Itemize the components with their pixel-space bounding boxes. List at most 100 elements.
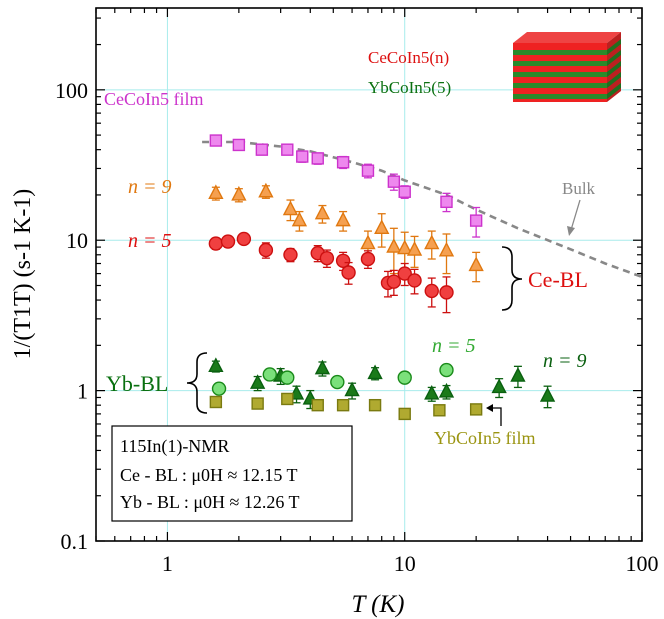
square-marker <box>440 195 453 209</box>
circle-marker <box>262 367 277 382</box>
cube-stripe <box>513 83 607 88</box>
plot-frame <box>95 7 643 542</box>
series-n-9 <box>208 357 556 410</box>
ybcoin5-film-label: YbCoIn5 film <box>434 428 536 448</box>
circle-marker <box>439 285 454 300</box>
circle-marker <box>319 250 335 266</box>
bulk-label: Bulk <box>562 179 596 198</box>
triangle-marker <box>424 384 440 400</box>
square-marker <box>255 143 269 156</box>
square-marker <box>311 398 324 412</box>
heterostructure-cube <box>513 32 621 102</box>
triangle-marker <box>231 185 247 201</box>
bulk-arrowhead <box>567 226 575 236</box>
circle-marker <box>407 273 422 288</box>
y-tick-label: 100 <box>55 78 88 103</box>
square-marker <box>209 395 223 409</box>
square-marker <box>232 138 246 152</box>
cube-stripe <box>513 94 607 99</box>
circle-marker <box>386 274 402 289</box>
ce-bl-brace <box>501 246 523 311</box>
yb-n5-label: n = 5 <box>432 335 476 357</box>
circle-marker <box>258 242 274 258</box>
circle-marker <box>280 370 295 385</box>
square-marker <box>296 150 309 163</box>
series-cecoin5-film <box>209 134 483 238</box>
series-n-5 <box>211 362 454 396</box>
triangle-marker <box>314 204 331 220</box>
yb-bl-brace <box>186 352 208 414</box>
cube-top-label: CeCoIn5(n) <box>368 48 449 67</box>
triangle-marker <box>249 374 266 389</box>
bulk-dashed-line <box>202 140 643 279</box>
cube-stripe-side <box>607 72 621 88</box>
x-tick-label: 100 <box>626 551 659 576</box>
data-series <box>208 134 556 421</box>
triangle-marker <box>291 211 308 227</box>
triangle-marker <box>282 200 299 216</box>
cube-stripe <box>513 50 607 55</box>
circle-marker <box>341 265 356 280</box>
yb-bl-label: Yb-BL <box>106 371 168 396</box>
triangle-marker <box>510 367 526 382</box>
square-marker <box>368 398 382 412</box>
triangle-marker <box>406 241 423 256</box>
y-tick-label: 0.1 <box>61 529 89 554</box>
triangle-marker <box>386 238 402 253</box>
triangle-marker <box>367 364 383 380</box>
cube-stripe-side <box>607 39 621 55</box>
circle-marker <box>397 266 412 281</box>
x-axis-title: T (K) <box>351 591 404 618</box>
square-marker <box>433 404 446 417</box>
circle-marker <box>439 362 454 378</box>
cube-stripe-side <box>607 83 621 99</box>
circle-marker <box>424 283 439 299</box>
ce-n9-label: n = 9 <box>128 176 172 198</box>
cube-stripe-side <box>607 61 621 77</box>
bulk-arrow <box>570 199 581 231</box>
triangle-marker <box>424 234 440 250</box>
square-marker <box>281 392 294 406</box>
info-line-nmr: 115In(1)-NMR <box>120 436 229 457</box>
x-tick-label: 1 <box>162 551 173 576</box>
axis-ticks <box>95 8 643 542</box>
square-marker <box>336 156 350 169</box>
triangle-marker <box>360 234 376 250</box>
circle-marker <box>211 381 227 396</box>
square-marker <box>209 134 223 147</box>
circle-marker <box>360 251 376 267</box>
square-marker <box>469 403 483 416</box>
yb-n9-label: n = 9 <box>543 350 587 372</box>
square-marker <box>311 152 324 165</box>
square-marker <box>336 398 350 412</box>
square-marker <box>398 185 411 198</box>
triangle-marker <box>491 378 507 394</box>
square-marker <box>387 175 401 188</box>
circle-marker <box>335 253 351 268</box>
series-ybcoin5-film <box>209 392 483 421</box>
circle-marker <box>397 370 412 385</box>
ybcoin5-film-arrowhead <box>486 404 493 412</box>
cube-stripe <box>513 61 607 66</box>
circle-marker <box>236 231 252 247</box>
y-axis-title: 1/(T1T) (s-1 K-1) <box>10 189 36 360</box>
square-marker <box>281 143 294 156</box>
info-line-ce: Ce - BL : μ0H ≈ 12.15 T <box>120 465 298 485</box>
y-tick-label: 10 <box>66 228 88 253</box>
square-marker <box>469 214 483 227</box>
triangle-marker <box>468 256 484 272</box>
bulk-curve <box>202 140 643 279</box>
triangle-marker <box>539 387 556 402</box>
triangle-marker <box>208 184 224 200</box>
square-marker <box>398 407 411 421</box>
circle-marker <box>220 234 236 249</box>
cecoin5-film-label: CeCoIn5 film <box>104 89 204 109</box>
triangle-marker <box>258 182 274 198</box>
circle-marker <box>283 247 298 262</box>
triangle-marker <box>335 211 351 227</box>
series-n-5 <box>208 231 454 314</box>
cube-stripe <box>513 72 607 77</box>
triangle-marker <box>314 359 331 375</box>
